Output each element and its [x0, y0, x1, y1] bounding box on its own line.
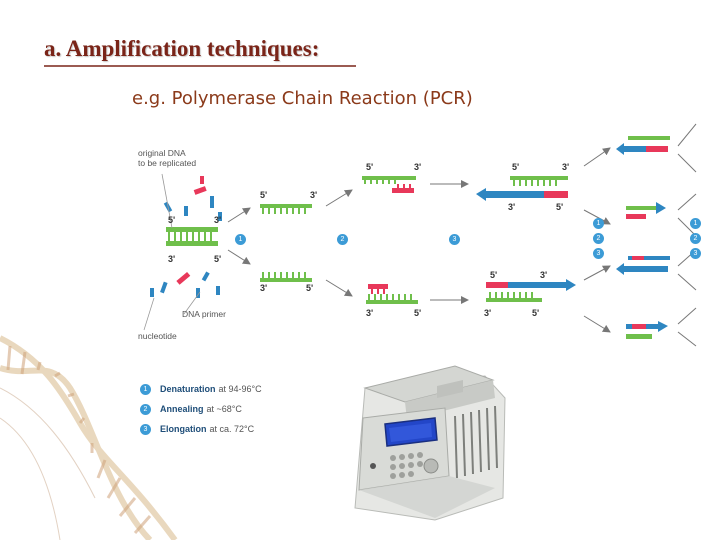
arrow-anneal-up — [326, 190, 352, 206]
end-label: 5' — [306, 283, 313, 293]
end-label: 5' — [366, 162, 373, 172]
free-nucleotides-bottom — [150, 272, 220, 298]
cycle-step-3-marker: 3 — [690, 248, 701, 259]
cycle-step-1-marker: 1 — [593, 218, 604, 229]
legend-step-temp: at 94-96°C — [219, 384, 262, 394]
end-label: 5' — [532, 308, 539, 318]
legend-row-denaturation: 1 Denaturation at 94-96°C — [140, 382, 262, 396]
end-label: 5' — [168, 215, 175, 225]
legend-row-annealing: 2 Annealing at ~68°C — [140, 402, 242, 416]
cycle-step-2-marker: 2 — [593, 233, 604, 244]
step-2-marker: 2 — [337, 234, 348, 245]
end-label: 3' — [310, 190, 317, 200]
annealed-strand-bottom — [366, 284, 418, 304]
end-label: 5' — [214, 254, 221, 264]
single-strand-top — [260, 204, 312, 214]
original-dna-label-line1: original DNA — [138, 148, 196, 158]
end-label: 3' — [214, 215, 221, 225]
legend-step-temp: at ca. 72°C — [210, 424, 255, 434]
end-label: 5' — [260, 190, 267, 200]
cycle-step-1-marker: 1 — [690, 218, 701, 229]
original-dna-label-line2: to be replicated — [138, 158, 196, 168]
end-label: 3' — [168, 254, 175, 264]
legend-number: 3 — [140, 424, 151, 435]
original-dna-label: original DNA to be replicated — [138, 148, 196, 168]
legend-step-name: Elongation — [160, 424, 207, 434]
elongated-strand-bottom — [486, 279, 576, 302]
end-label: 3' — [484, 308, 491, 318]
arrow-anneal-down — [326, 280, 352, 296]
end-label: 5' — [490, 270, 497, 280]
cycle-step-3-marker: 3 — [593, 248, 604, 259]
legend-number: 2 — [140, 404, 151, 415]
arrow-denature-down — [228, 250, 250, 264]
single-strand-bottom — [260, 272, 312, 282]
end-label: 3' — [508, 202, 515, 212]
legend-number: 1 — [140, 384, 151, 395]
legend-step-name: Annealing — [160, 404, 204, 414]
annealed-strand-top — [362, 176, 416, 193]
step-3-marker: 3 — [449, 234, 460, 245]
end-label: 5' — [414, 308, 421, 318]
end-label: 3' — [562, 162, 569, 172]
title-underline — [44, 65, 356, 67]
elongated-strand-top — [476, 176, 568, 201]
legend-step-name: Denaturation — [160, 384, 216, 394]
slide-subtitle: e.g. Polymerase Chain Reaction (PCR) — [132, 88, 473, 109]
product-strands — [616, 136, 670, 339]
end-label: 3' — [414, 162, 421, 172]
end-label: 3' — [260, 283, 267, 293]
legend-step-temp: at ~68°C — [207, 404, 242, 414]
end-label: 5' — [556, 202, 563, 212]
step-1-marker: 1 — [235, 234, 246, 245]
thermal-cycler-image — [345, 358, 510, 523]
nucleotide-pointer — [144, 298, 154, 330]
nucleotide-label: nucleotide — [138, 331, 177, 341]
end-label: 3' — [366, 308, 373, 318]
pcr-diagram: original DNA to be replicated DNA primer… — [130, 110, 720, 350]
slide-title: a. Amplification techniques: — [44, 36, 319, 62]
dna-primer-label: DNA primer — [182, 309, 226, 319]
original-dna-strands — [166, 227, 218, 246]
cycle-step-2-marker: 2 — [690, 233, 701, 244]
arrow-denature-up — [228, 208, 250, 222]
end-label: 3' — [540, 270, 547, 280]
end-label: 5' — [512, 162, 519, 172]
legend-row-elongation: 3 Elongation at ca. 72°C — [140, 422, 254, 436]
